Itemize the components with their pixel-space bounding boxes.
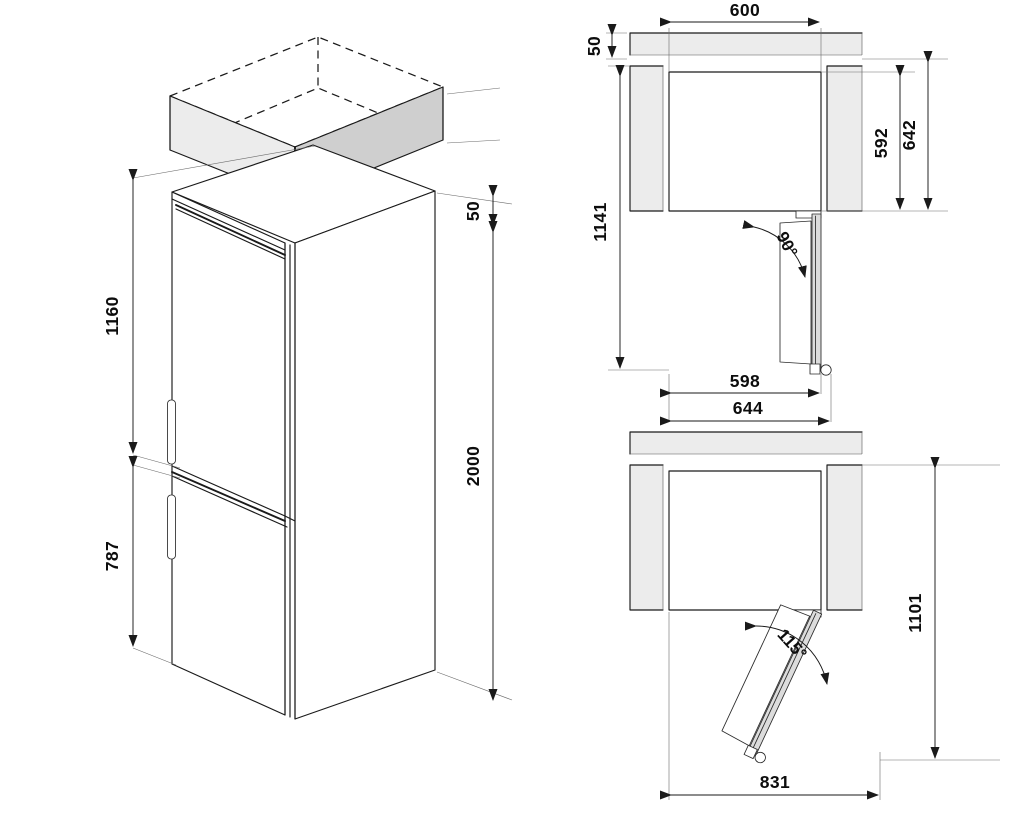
ext-iso-2000-top [436, 192, 513, 205]
recess-walls-115 [629, 431, 863, 611]
isometric-view: 1160 787 50 2000 [102, 36, 513, 720]
door-leaf-90 [811, 213, 822, 371]
door-split-line-c [171, 475, 288, 528]
door-handle-base-115 [743, 744, 758, 760]
ext-iso-top [132, 145, 316, 179]
left-wall-90-edge [629, 65, 664, 212]
ext-iso-bottom [132, 647, 177, 666]
back-wall-90-outline [630, 33, 863, 56]
cabinet-body-115 [668, 470, 822, 611]
dimension-iso-787: 787 [102, 456, 138, 647]
ext-iso-split-b [132, 464, 181, 479]
fridge-door-handle [167, 399, 176, 465]
freezer-door-handle [167, 494, 176, 560]
ext-iso-clear-top [446, 87, 501, 95]
dimension-label-iso-50: 50 [463, 201, 483, 221]
dimension-label-2000: 2000 [463, 446, 483, 487]
ext-iso-split-a [132, 454, 181, 469]
door-handle-90 [820, 364, 832, 376]
fridge-handle-bar [167, 399, 176, 465]
door-split-line-a [171, 465, 286, 517]
right-wall-115-edge [826, 464, 863, 611]
dimension-831: 831 [660, 772, 879, 800]
ext-iso-2000-bot [436, 671, 513, 701]
dimension-644: 644 [660, 398, 830, 426]
dimension-label-644: 644 [733, 398, 763, 418]
dimension-label-642: 642 [899, 120, 919, 150]
freezer-handle-bar [167, 494, 176, 560]
isometric-extension-lines [132, 87, 513, 701]
ext-iso-clear-bot [446, 139, 501, 144]
back-wall-115-outline [630, 432, 863, 455]
plan-view-90-degree: 90° 600 50 [584, 0, 948, 426]
dimension-label-p90-50: 50 [584, 36, 604, 56]
appliance-right-face [294, 190, 436, 720]
top-door-gap-line-c [175, 208, 286, 260]
dimension-592: 592 [871, 65, 905, 210]
back-wall-90-edge [629, 32, 863, 56]
back-wall-115-edge [629, 431, 863, 455]
dimension-label-592: 592 [871, 128, 891, 158]
recess-walls-90 [629, 32, 863, 212]
dimension-label-1160: 1160 [102, 296, 122, 336]
door-split-return [284, 515, 296, 522]
top-door-gap-line-a [171, 198, 286, 251]
top-door-gap-line-b [175, 204, 286, 256]
left-wall-115 [630, 465, 663, 610]
dimension-label-1141: 1141 [590, 202, 610, 242]
cabinet-body-90 [668, 71, 822, 212]
door-split-line-b [171, 471, 286, 522]
door-handle-base-90 [809, 363, 821, 375]
dimension-598: 598 [660, 371, 820, 398]
right-wall-90 [827, 66, 862, 211]
dimension-label-600: 600 [730, 0, 760, 20]
left-wall-115-edge [629, 464, 664, 611]
back-wall-90 [630, 33, 862, 55]
dimension-iso-1160: 1160 [102, 169, 138, 454]
door-handle-115 [754, 751, 766, 764]
dimension-label-787: 787 [102, 541, 122, 571]
dimension-1141: 1141 [590, 65, 625, 369]
arc-line-115 [744, 621, 830, 685]
appliance-body-isometric [167, 144, 436, 720]
dimension-iso-50: 50 [463, 185, 498, 226]
dimension-1101: 1101 [905, 457, 940, 759]
plan-view-115-degree: 115° 1101 831 [629, 431, 1000, 800]
dimension-600: 600 [660, 0, 820, 27]
arc-line-90 [742, 220, 807, 278]
dimension-iso-2000: 2000 [463, 221, 498, 701]
dimension-642: 642 [899, 51, 933, 210]
dimension-label-831: 831 [760, 772, 790, 792]
left-wall-90 [630, 66, 663, 211]
appliance-left-face [171, 191, 286, 716]
dimension-p90-50: 50 [584, 24, 617, 58]
dimension-label-598: 598 [730, 371, 760, 391]
right-wall-115 [827, 465, 862, 610]
dimension-label-1101: 1101 [905, 593, 925, 633]
back-wall-115 [630, 432, 862, 454]
